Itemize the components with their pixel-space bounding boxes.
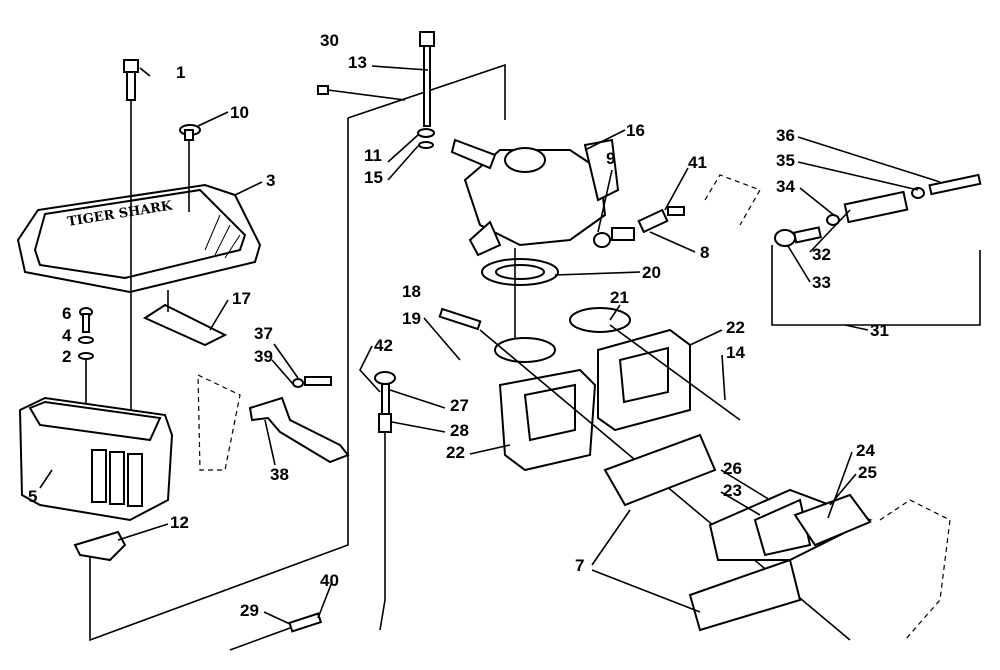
callout-labels: 1 10 3 6 4 2 17 37 39 38 5 12 30 13 11 1… <box>28 31 889 620</box>
callout-10: 10 <box>230 103 249 122</box>
intake-flange-left <box>494 337 597 472</box>
callout-27: 27 <box>450 396 469 415</box>
callout-39: 39 <box>254 347 273 366</box>
intake-flange-right <box>569 307 691 432</box>
callout-35: 35 <box>776 151 795 170</box>
callout-2: 2 <box>62 347 71 366</box>
long-bolt-part-13 <box>417 31 435 149</box>
seal-strip-part-17 <box>142 303 228 347</box>
callout-22-right: 22 <box>726 318 745 337</box>
callout-12: 12 <box>170 513 189 532</box>
callout-15: 15 <box>364 168 383 187</box>
callout-32: 32 <box>812 245 831 264</box>
callout-19: 19 <box>402 309 421 328</box>
callout-leaders <box>39 65 941 625</box>
callout-29: 29 <box>240 601 259 620</box>
assembly-bracket-lines <box>89 63 981 642</box>
callout-37: 37 <box>254 324 273 343</box>
screw-part-18 <box>438 307 482 331</box>
bolt-part-37 <box>292 376 332 388</box>
air-silencer-cover: TIGER SHARK <box>16 183 262 294</box>
throttle-linkage <box>774 173 982 247</box>
callout-5: 5 <box>28 487 37 506</box>
callout-20: 20 <box>642 263 661 282</box>
engine-outline <box>197 374 241 471</box>
callout-38: 38 <box>270 465 289 484</box>
choke-plunger <box>374 371 396 631</box>
callout-30: 30 <box>320 31 339 50</box>
screw-washers-6-4-2 <box>78 307 94 410</box>
callout-41: 41 <box>688 153 707 172</box>
choke-cable-part-29 <box>229 612 323 651</box>
air-box-base <box>18 396 174 522</box>
callout-6: 6 <box>62 304 71 323</box>
screw-part-1 <box>123 59 139 445</box>
callout-1: 1 <box>176 63 185 82</box>
callout-28: 28 <box>450 421 469 440</box>
bracket-part-38 <box>248 396 350 464</box>
callout-16: 16 <box>626 121 645 140</box>
leader <box>327 89 406 101</box>
callout-22-left: 22 <box>446 443 465 462</box>
engine-outline <box>704 174 761 226</box>
callout-18: 18 <box>402 282 421 301</box>
reed-valve-assembly <box>603 433 873 632</box>
callout-4: 4 <box>62 326 72 345</box>
callout-14: 14 <box>726 343 745 362</box>
knob-part-10 <box>179 124 201 212</box>
callout-21: 21 <box>610 288 629 307</box>
callout-7: 7 <box>575 556 584 575</box>
fittings-9-41-8 <box>593 206 685 248</box>
callout-17: 17 <box>232 289 251 308</box>
stud-part-14 <box>609 324 741 421</box>
callout-26: 26 <box>723 459 742 478</box>
callout-23: 23 <box>723 481 742 500</box>
callout-25: 25 <box>858 463 877 482</box>
callout-42: 42 <box>374 336 393 355</box>
callout-8: 8 <box>700 243 709 262</box>
gasket-hole <box>495 264 545 280</box>
engine-outline <box>879 499 951 641</box>
carburetor <box>450 138 620 257</box>
callout-40: 40 <box>320 571 339 590</box>
screw-part-30 <box>317 85 329 95</box>
callout-11: 11 <box>364 146 382 165</box>
callout-13: 13 <box>348 53 367 72</box>
callout-33: 33 <box>812 273 831 292</box>
callout-31: 31 <box>870 321 889 340</box>
callout-3: 3 <box>266 171 275 190</box>
callout-36: 36 <box>776 126 795 145</box>
callout-9: 9 <box>606 149 615 168</box>
gasket-part-12 <box>73 530 127 562</box>
callout-34: 34 <box>776 177 795 196</box>
callout-24: 24 <box>856 441 875 460</box>
